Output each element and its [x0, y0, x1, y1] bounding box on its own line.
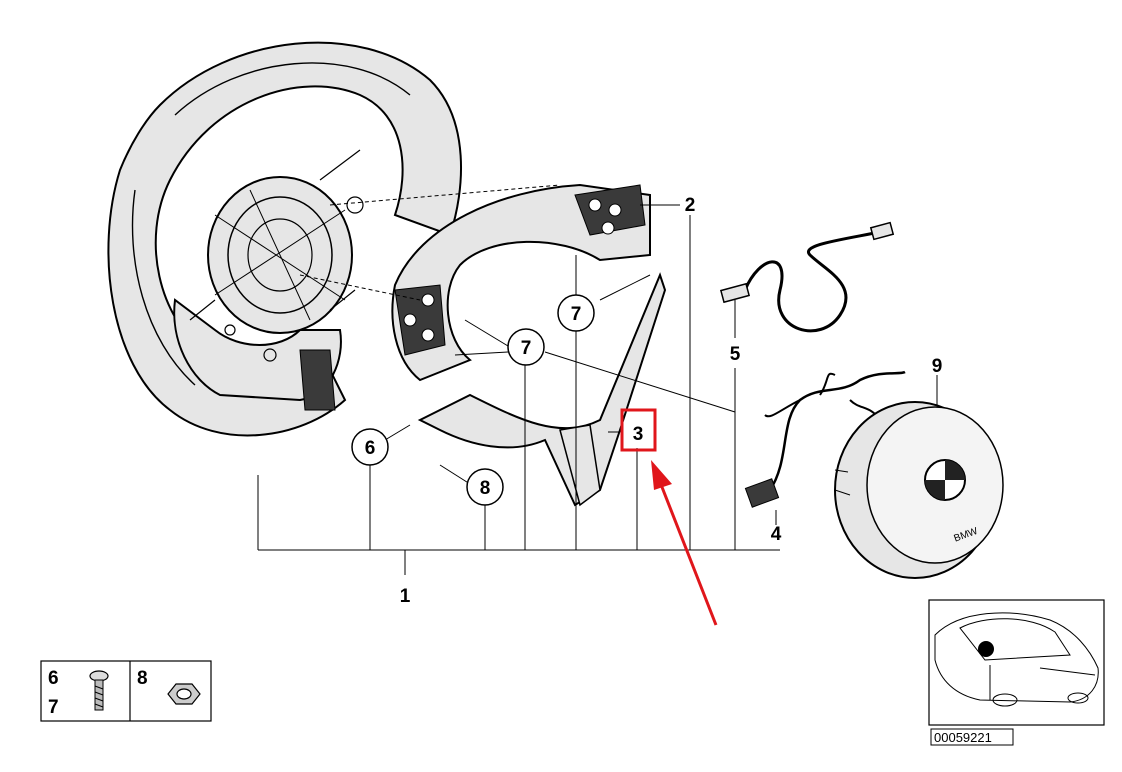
callout-7-lower: 7: [507, 328, 545, 366]
steering-wheel-illustration: [107, 41, 463, 437]
callout-label-7-upper: 7: [571, 304, 582, 325]
callout-label-3: 3: [633, 424, 644, 445]
callout-label-1: 1: [400, 586, 411, 607]
callout-label-9: 9: [932, 356, 943, 377]
car-outline-icon: [934, 612, 1099, 707]
callout-6: 6: [351, 428, 389, 466]
leader-lines: [257, 184, 938, 575]
callout-3-highlight-box: [620, 408, 657, 452]
screw-icon: [89, 670, 109, 711]
lower-trim-pieces: [417, 272, 667, 507]
callout-2: 2: [685, 195, 696, 216]
legend-screw-number-top: 6: [48, 668, 59, 689]
callout-label-6: 6: [365, 438, 376, 459]
callout-label-4: 4: [771, 524, 782, 545]
wiring-harness: [719, 221, 895, 333]
callout-3: 3: [620, 408, 657, 452]
legend-nut-number: 8: [137, 668, 148, 689]
callout-7-upper: 7: [557, 294, 595, 332]
reference-code: 00059221: [934, 730, 992, 745]
callout-label-8: 8: [480, 478, 491, 499]
airbag-harness: [744, 370, 906, 508]
callout-9: 9: [932, 356, 943, 377]
callout-1: 1: [400, 586, 411, 607]
hardware-legend: 6 7 8: [40, 660, 212, 722]
callout-4: 4: [771, 524, 782, 545]
red-annotation-arrow: [651, 460, 718, 626]
nut-icon: [167, 683, 201, 705]
callout-8: 8: [466, 468, 504, 506]
callout-label-2: 2: [685, 195, 696, 216]
airbag-module: BMW: [834, 401, 1004, 579]
legend-screw-number-bottom: 7: [48, 697, 59, 718]
button-trim-cover: [391, 183, 651, 382]
callout-label-5: 5: [730, 344, 741, 365]
vehicle-location-thumbnail: 00059221: [928, 599, 1105, 746]
callout-5: 5: [730, 344, 741, 365]
location-marker-dot: [978, 641, 994, 657]
callout-label-7-lower: 7: [521, 338, 532, 359]
